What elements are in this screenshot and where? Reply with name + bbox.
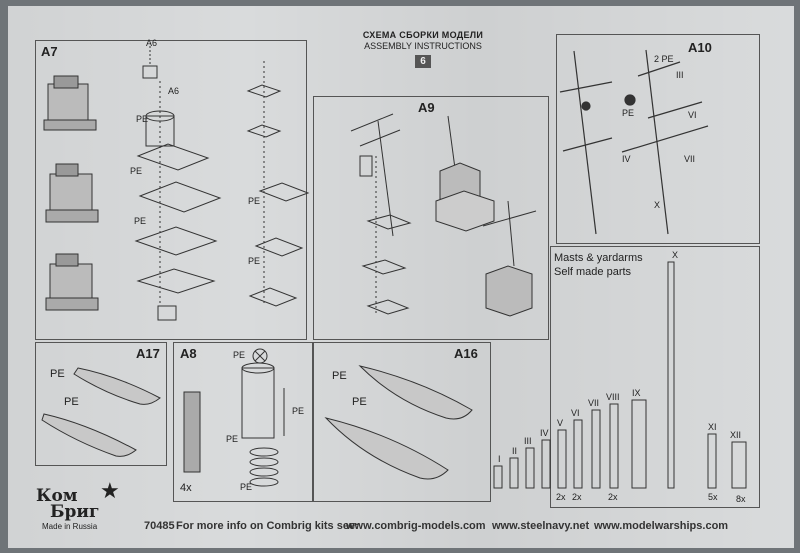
mast-piece-i: I <box>498 454 501 464</box>
star-icon: ★ <box>100 478 120 503</box>
a8-pe-label-3: PE <box>292 406 305 416</box>
panel-masts-yardarms <box>550 246 760 508</box>
mast-piece-viii: VIII <box>606 392 620 402</box>
footer-info-text: For more info on Combrig kits see: <box>176 520 359 532</box>
mast-count-vi: 2x <box>572 492 582 502</box>
a17-pe-label-2: PE <box>64 396 79 408</box>
panel-a17-drawing <box>41 367 161 457</box>
panel-a8 <box>173 342 313 502</box>
footer-code: 70485 <box>144 520 175 532</box>
panel-a9-drawing <box>350 113 537 317</box>
mast-count-v: 2x <box>556 492 566 502</box>
sheet-header: СХЕМА СБОРКИ МОДЕЛИ ASSEMBLY INSTRUCTION… <box>308 30 538 69</box>
footer-url-modelwarships[interactable]: www.modelwarships.com <box>594 520 729 532</box>
mast-piece-vii: VII <box>588 398 600 408</box>
mast-piece-xii: XII <box>730 430 742 440</box>
part-label-pe-1: PE <box>136 114 149 124</box>
panel-a9 <box>313 96 549 340</box>
mast-x-label: X <box>672 250 679 260</box>
mast-count-viii: 2x <box>608 492 618 502</box>
panel-a9-label: A9 <box>418 100 435 115</box>
a10-mast-label-iv: IV <box>622 154 631 164</box>
a10-2pe-label: 2 PE <box>654 54 674 64</box>
a10-mast-label-x: X <box>654 200 661 210</box>
mast-piece-ii: II <box>512 446 518 456</box>
panel-a7-label: A7 <box>41 44 58 59</box>
a8-pe-label-1: PE <box>233 350 246 360</box>
logo-line-2: Бриг <box>50 502 100 522</box>
part-label-pe-3: PE <box>134 216 147 226</box>
masts-title-line1: Masts & yardarms <box>554 252 643 264</box>
footer-url-steelnavy[interactable]: www.steelnavy.net <box>492 520 590 532</box>
mast-piece-iv: IV <box>540 428 549 438</box>
a16-pe-label-1: PE <box>332 370 347 382</box>
mast-piece-xi: XI <box>708 422 717 432</box>
mast-piece-iii: III <box>524 436 532 446</box>
title-english: ASSEMBLY INSTRUCTIONS <box>364 41 482 51</box>
panel-a16-label: A16 <box>454 346 478 361</box>
mast-piece-v: V <box>557 418 564 428</box>
panel-a10 <box>556 34 760 244</box>
mast-count-xii: 8x <box>736 494 746 504</box>
panel-a10-drawing <box>559 49 709 235</box>
panel-a7-drawing <box>43 46 310 321</box>
part-label-pe-5: PE <box>248 256 261 266</box>
a10-mast-label-vi: VI <box>688 110 697 120</box>
mast-piece-ix: IX <box>632 388 641 398</box>
a10-mast-label-iii: III <box>676 70 684 80</box>
panel-a17-label: A17 <box>136 346 160 361</box>
logo-line-1: Ком <box>36 486 78 506</box>
a17-pe-label-1: PE <box>50 368 65 380</box>
page-number-badge: 6 <box>415 55 431 68</box>
instruction-sheet: СХЕМА СБОРКИ МОДЕЛИ ASSEMBLY INSTRUCTION… <box>8 6 794 548</box>
masts-drawing <box>493 261 747 489</box>
part-label-pe-2: PE <box>130 166 143 176</box>
a16-pe-label-2: PE <box>352 396 367 408</box>
a10-mast-label-vii: VII <box>684 154 696 164</box>
panel-a16-drawing <box>324 365 473 480</box>
kombrig-logo: Ком Бриг ★ Made in Russia <box>28 478 138 536</box>
mast-piece-vi: VI <box>571 408 580 418</box>
part-label-a6-mid: A6 <box>168 86 180 96</box>
panel-a8-label: A8 <box>180 346 197 361</box>
part-label-a6-top: A6 <box>146 38 158 48</box>
a8-pe-label-2: PE <box>226 434 239 444</box>
panel-a17 <box>35 342 167 466</box>
panel-a8-drawing <box>183 348 285 487</box>
a8-count-label: 4x <box>180 482 192 494</box>
mast-count-xi: 5x <box>708 492 718 502</box>
panel-a10-label: A10 <box>688 40 712 55</box>
a8-pe-label-4: PE <box>240 482 253 492</box>
masts-title-line2: Self made parts <box>554 266 632 278</box>
made-in-russia: Made in Russia <box>42 522 98 531</box>
a10-pe-label: PE <box>622 108 635 118</box>
footer-url-combrig[interactable]: www.combrig-models.com <box>346 520 486 532</box>
title-russian: СХЕМА СБОРКИ МОДЕЛИ <box>362 30 484 40</box>
panel-a16 <box>313 342 491 502</box>
part-label-pe-4: PE <box>248 196 261 206</box>
panel-a7 <box>35 40 307 340</box>
